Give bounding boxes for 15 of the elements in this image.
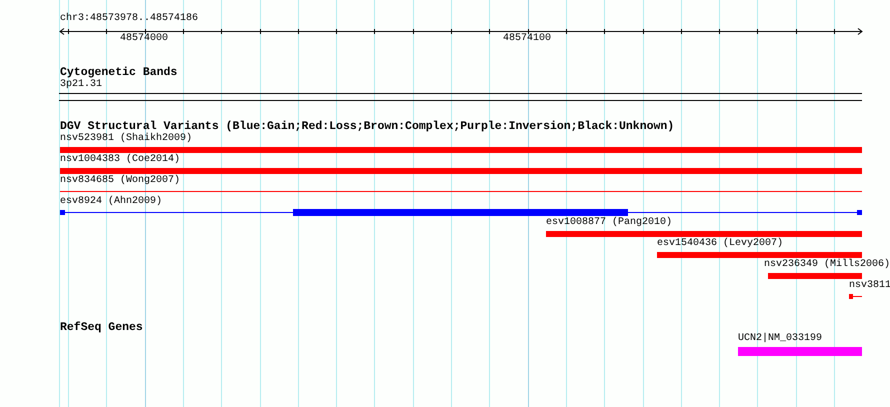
- track-heading: Cytogenetic Bands: [60, 67, 178, 78]
- feature-label: esv1008877 (Pang2010): [546, 218, 672, 228]
- chromosome-range-title: chr3:48573978..48574186: [60, 14, 198, 24]
- feature-label: nsv523981 (Shaikh2009): [60, 134, 192, 144]
- axis-label: 48574000: [120, 34, 168, 44]
- feature-label: UCN2|NM_033199: [738, 334, 822, 344]
- axis-label: 3p21.31: [60, 80, 102, 90]
- feature-label: esv1540436 (Levy2007): [657, 239, 784, 249]
- track-heading: DGV Structural Variants (Blue:Gain;Red:Loss;Brown:Complex;Purple:Inversion;Black:Unknown): [60, 121, 674, 132]
- feature-label: nsv834685 (Wong2007): [60, 176, 180, 186]
- track-heading: RefSeq Genes: [60, 322, 143, 334]
- feature-label: nsv236349 (Mills2006): [764, 260, 890, 270]
- axis-label: 48574100: [503, 34, 551, 44]
- feature-label: nsv1004383 (Coe2014): [60, 155, 180, 165]
- feature-label: esv8924 (Ahn2009): [60, 197, 162, 207]
